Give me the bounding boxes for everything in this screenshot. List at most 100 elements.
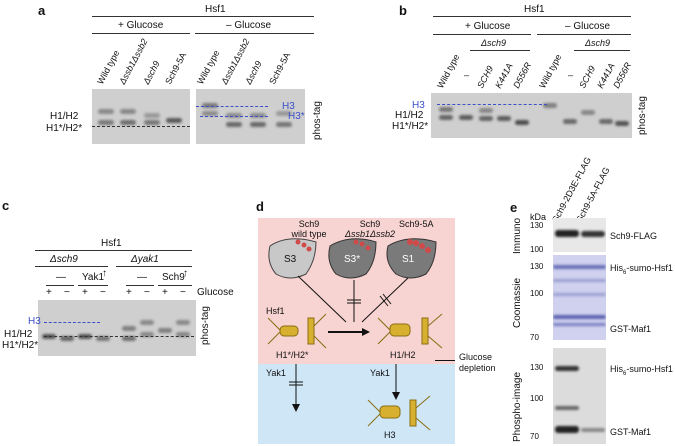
- mw-marker: 70: [530, 333, 539, 342]
- panel-a-h1-dash: [92, 126, 190, 127]
- mw-marker: 130: [530, 363, 544, 372]
- hsf1-label: Hsf1: [266, 306, 285, 316]
- panel-c-h3-label: H3: [28, 316, 41, 327]
- panel-c-sub-rule: [78, 285, 108, 286]
- yak1-right-label: Yak1: [370, 368, 390, 378]
- panel-e-kda: kDa: [530, 212, 547, 222]
- panel-a-h1h2-label: H1/H2: [50, 111, 79, 122]
- panel-a-title-rule: [92, 16, 314, 17]
- panel-c-sub-label: Yak1: [82, 272, 105, 283]
- panel-b-glucose-minus: – Glucose: [565, 21, 611, 32]
- s3star-label: S3*: [344, 254, 360, 265]
- panel-a-lane-label: Δsch9: [243, 59, 264, 86]
- mw-marker: 130: [530, 262, 544, 271]
- panel-c-sign: +: [82, 287, 88, 298]
- panel-e-his-sumo-hsf1-label: His6-sumo-Hsf1: [610, 263, 673, 276]
- panel-b-lane-label: –: [568, 70, 574, 80]
- panel-a-h3-dash: [196, 106, 268, 107]
- panel-a-glucose-plus: + Glucose: [118, 20, 164, 31]
- panel-a-glucose-minus: – Glucose: [226, 20, 272, 31]
- panel-d-label: d: [256, 199, 264, 214]
- panel-b-lane-label: Wild type: [537, 52, 564, 90]
- sch9-wt-kinase-shape: [268, 238, 317, 279]
- panel-a-plus-rule: [92, 33, 190, 34]
- panel-c-gel: [38, 300, 196, 356]
- panel-e-phos-his-sumo-hsf1-label: His6-sumo-Hsf1: [610, 364, 673, 377]
- panel-e-gst-maf1-label: GST-Maf1: [610, 324, 652, 334]
- panel-c-title-rule: [35, 250, 192, 251]
- panel-c-phos-tag-label: phos-tag: [200, 306, 211, 345]
- panel-a-phos-tag-label: phos-tag: [312, 101, 323, 140]
- panel-c-label: c: [2, 198, 10, 213]
- panel-c-sub-rule: [46, 285, 74, 286]
- panel-c-sub-rule: [158, 285, 192, 286]
- s1-label: S1: [402, 254, 415, 265]
- panel-e-immuno-label: Immuno: [512, 217, 523, 254]
- panel-d-diagram: S3 S3* S1 Hsf1 H1*/H2* H1/H2 Yak1 Yak1 H…: [266, 238, 443, 440]
- panel-c-h1-dash: [44, 336, 194, 337]
- panel-a-h1starh2star-label: H1*/H2*: [46, 123, 83, 134]
- s3-label: S3: [284, 254, 297, 265]
- panel-b-plus-rule: [433, 34, 531, 35]
- panel-b-group-label: Δsch9: [585, 38, 611, 48]
- panel-c-group-rule: [35, 266, 108, 267]
- panel-b-h1starh2star-label: H1*/H2*: [392, 121, 429, 132]
- panel-a-gel-left: [92, 89, 190, 144]
- panel-b-lane-label: Wild type: [435, 52, 462, 90]
- panel-b-lane-label: SCH9: [475, 64, 496, 90]
- panel-c-h3-dash: [44, 322, 100, 323]
- panel-b-phos-tag-label: phos-tag: [637, 96, 648, 135]
- panel-e-phospho-label: Phospho-image: [512, 371, 523, 442]
- panel-a-lane-label: Sch9-5A: [267, 50, 293, 86]
- panel-a-h3-label: H3: [282, 101, 295, 112]
- panel-b-h1h2-label: H1/H2: [395, 110, 424, 121]
- panel-c-sign: −: [144, 287, 150, 298]
- mw-marker: 70: [530, 432, 539, 441]
- panel-e-phos-gst-maf1-label: GST-Maf1: [610, 427, 652, 437]
- panel-c-sign: −: [180, 287, 186, 298]
- hsf1-h3-molecule: [367, 395, 431, 431]
- hsf1-right-molecule: [377, 313, 443, 349]
- panel-e-coomassie-gel: [553, 255, 606, 340]
- panel-c-sign: +: [126, 287, 132, 298]
- panel-b-h3-dash: [437, 104, 547, 105]
- panel-b-lane-label: SCH9: [577, 64, 598, 90]
- hsf1-left-molecule: [267, 313, 327, 349]
- panel-a-label: a: [38, 3, 46, 18]
- h1-label: H1/H2: [390, 350, 416, 360]
- panel-c-sub-label: Sch9: [162, 272, 185, 283]
- sch9-5a-kinase-shape: [386, 238, 437, 279]
- panel-b-title-rule: [433, 16, 631, 17]
- panel-c-sign: +: [46, 287, 52, 298]
- panel-a-lane-label: Δsch9: [141, 59, 162, 86]
- panel-c-sign: +: [162, 287, 168, 298]
- panel-d-blue-bg: [258, 364, 455, 444]
- panel-b-gel: [431, 93, 632, 138]
- panel-d-sch9-5a-label: Sch9-5A: [399, 219, 434, 229]
- panel-c-h1starh2star-label: H1*/H2*: [2, 340, 39, 351]
- panel-a-lane-label: Sch9-5A: [163, 50, 189, 86]
- panel-a-h3star-dash: [200, 116, 268, 117]
- panel-c-up-arrow: ↑: [102, 268, 107, 279]
- panel-b-lane-label: –: [464, 70, 470, 80]
- panel-b-h3-label: H3: [412, 100, 425, 111]
- panel-c-up-arrow: ↑: [183, 268, 188, 279]
- panel-c-sub-label: —: [56, 272, 66, 283]
- panel-c-sign: −: [100, 287, 106, 298]
- yak1-left-label: Yak1: [266, 368, 286, 378]
- panel-c-group-rule: [116, 266, 192, 267]
- mw-marker: 100: [530, 394, 544, 403]
- panel-e-immuno-blot: [553, 218, 606, 252]
- panel-a-lane-label: Wild type: [195, 48, 222, 86]
- panel-e-coomassie-label: Coomassie: [512, 277, 523, 328]
- panel-c-sign: −: [64, 287, 70, 298]
- panel-c-glucose-label: Glucose: [197, 287, 234, 298]
- sch9-ko-kinase-shape: [328, 238, 377, 279]
- panel-c-title: Hsf1: [101, 238, 122, 249]
- mw-marker: 100: [530, 289, 544, 298]
- panel-c-group-sch9: Δsch9: [50, 254, 78, 265]
- panel-b-glucose-plus: + Glucose: [465, 21, 511, 32]
- panel-b-lane-label: D556R: [511, 60, 534, 90]
